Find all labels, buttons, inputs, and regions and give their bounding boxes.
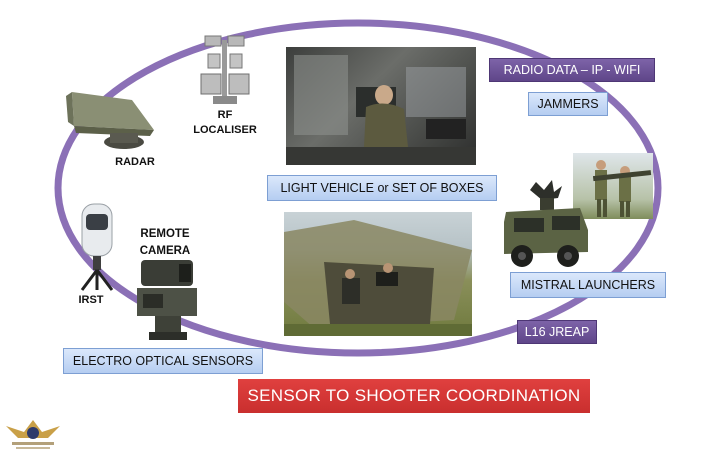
mistral-vehicle-image [500,178,592,270]
electro-optical-sensors-box: ELECTRO OPTICAL SENSORS [63,348,263,374]
light-vehicle-interior-photo [286,47,476,165]
forum-watermark-logo [2,414,64,452]
mistral-launchers-box: MISTRAL LAUNCHERS [510,272,666,298]
rf-label-line1: RF [180,108,270,123]
radio-data-ip-wifi-box: RADIO DATA – IP - WIFI [489,58,655,82]
irst-label: IRST [66,293,116,308]
radar-image [62,86,158,154]
l16-jreap-box: L16 JREAP [517,320,597,344]
jammers-box: JAMMERS [528,92,608,116]
remote-camera-label: REMOTE CAMERA [120,226,210,260]
rf-localiser-antenna-image [195,30,255,108]
remote-camera-image [133,256,203,344]
remote-label-line1: REMOTE [120,226,210,243]
rf-label-line2: LOCALISER [180,123,270,138]
radar-label: RADAR [100,155,170,170]
sensor-to-shooter-coordination-box: SENSOR TO SHOOTER COORDINATION [238,379,590,413]
rf-localiser-label: RF LOCALISER [180,108,270,138]
command-tent-photo [284,212,472,336]
light-vehicle-box: LIGHT VEHICLE or SET OF BOXES [267,175,497,201]
irst-sensor-image [76,200,120,292]
